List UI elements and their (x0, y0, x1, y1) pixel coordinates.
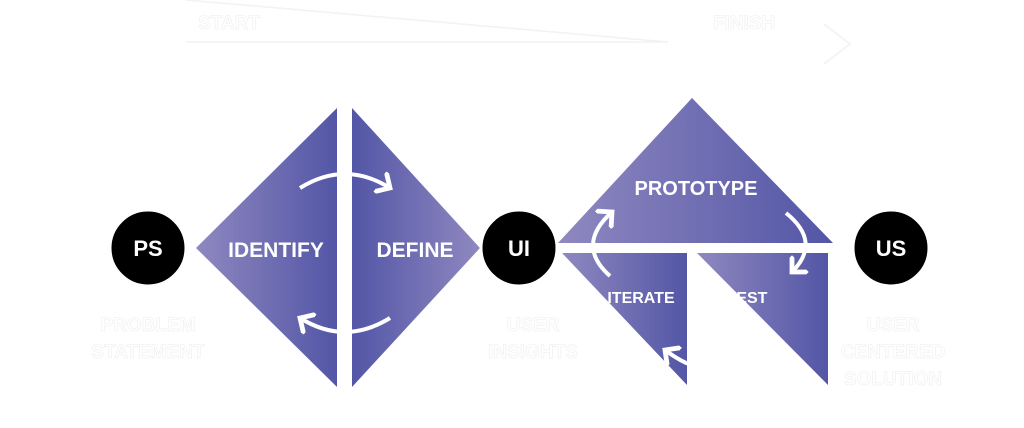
identify-label: IDENTIFY (228, 239, 324, 262)
cycle-arrow-icon (591, 212, 612, 278)
prototype-label: PROTOTYPE (635, 178, 758, 200)
cycle-arrow-icon (298, 174, 390, 188)
ps-caption-line2: STATEMENT (91, 342, 205, 363)
ui-abbr: UI (508, 236, 530, 261)
ui-caption-line1: USER (507, 315, 560, 336)
discover-diamond (196, 108, 480, 387)
us-caption-line3: SOLUTION (844, 369, 942, 390)
test-label: TEST (727, 290, 768, 307)
us-caption-line2: CENTERED (841, 342, 946, 363)
test-segment (697, 253, 828, 385)
finish-label: FINISH (713, 13, 775, 34)
develop-diamond (558, 98, 833, 385)
flow-arrow (185, 0, 852, 65)
cycle-arrow-icon (665, 348, 724, 369)
ps-node: PS (108, 208, 188, 288)
us-caption-line1: USER (867, 315, 920, 336)
cycle-arrow-icon (300, 318, 392, 332)
ps-abbr: PS (133, 236, 162, 261)
define-label: DEFINE (376, 239, 453, 262)
cycle-arrow-icon (784, 211, 806, 272)
us-node: US (851, 208, 931, 288)
iterate-segment (562, 253, 687, 385)
ps-caption-line1: PROBLEM (101, 315, 196, 336)
iterate-label: ITERATE (607, 290, 675, 307)
us-abbr: US (876, 236, 907, 261)
ui-caption-line2: INSIGHTS (488, 342, 578, 363)
prototype-segment (558, 98, 833, 243)
start-label: START (198, 13, 260, 34)
ui-node: UI (479, 208, 559, 288)
